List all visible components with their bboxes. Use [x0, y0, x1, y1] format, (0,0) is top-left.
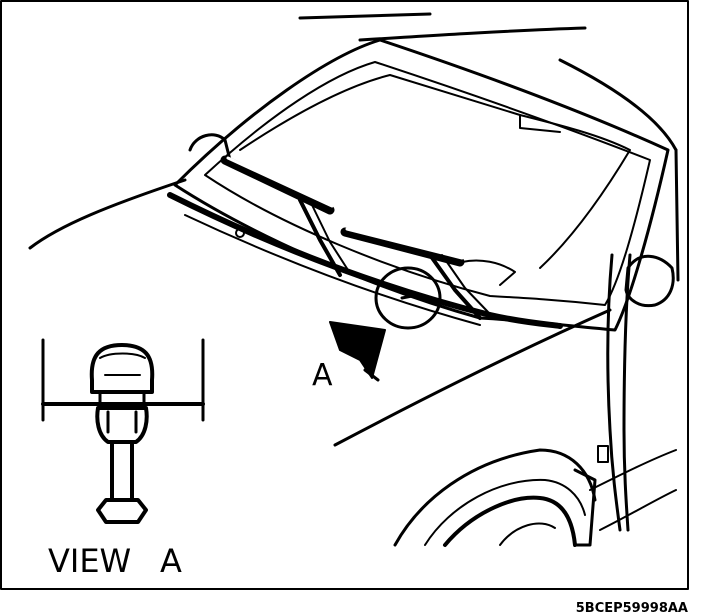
windshield-shade-line — [239, 74, 631, 269]
side-panel-line-lower — [599, 489, 677, 531]
side-panel-line — [589, 449, 677, 491]
left-wiper-blade-highlight — [226, 156, 334, 208]
right-wiper-blade — [340, 227, 465, 267]
right-wiper-arm-edge — [441, 254, 489, 313]
washer-nozzle-location — [400, 294, 414, 300]
wipers — [220, 155, 516, 320]
view-label-word: VIEW — [48, 542, 131, 580]
right-wiper-blade-highlight — [345, 227, 464, 260]
a-pillar-right — [674, 148, 680, 282]
side-marker — [597, 445, 609, 463]
frame-border — [0, 0, 689, 590]
clip-tabs — [106, 410, 138, 434]
a-pillar-top — [558, 58, 678, 152]
figure-code: 5BCEP59998AA — [576, 601, 688, 616]
callout-letter: A — [312, 358, 333, 393]
side-mirror — [624, 254, 675, 308]
hose-connector — [96, 498, 148, 524]
roof-line-top — [358, 26, 587, 42]
wheel-arch — [393, 448, 597, 547]
left-wiper-arm-edge — [311, 204, 349, 271]
windshield-frame — [173, 38, 670, 332]
wiper-pivot-cover — [461, 259, 516, 286]
nozzle-neck — [98, 390, 146, 406]
nozzle-head-highlight — [99, 352, 146, 359]
cowl-lower — [184, 214, 481, 326]
view-a-inset — [41, 338, 205, 524]
left-wiper-arm — [298, 198, 342, 277]
cowl-trim — [167, 192, 563, 329]
cowl-fastener — [235, 228, 245, 238]
mirror-mount — [519, 114, 561, 133]
nozzle-head — [89, 343, 155, 394]
tire — [443, 495, 577, 547]
left-mirror-stub — [188, 133, 232, 162]
view-label-letter: A — [160, 542, 182, 580]
windshield — [167, 38, 670, 332]
roof-line-upper — [298, 12, 432, 20]
callout-arrow — [329, 321, 386, 382]
windshield-glass — [204, 61, 651, 306]
mud-flap — [573, 468, 597, 547]
detail-circle — [374, 266, 442, 330]
nozzle-clip — [95, 406, 149, 444]
arrow-pointer-icon — [329, 321, 386, 379]
hood-edge — [28, 178, 187, 250]
hose-stem — [110, 440, 134, 502]
front-wheel — [393, 448, 597, 547]
rim — [499, 522, 556, 546]
right-wiper-arm — [428, 253, 482, 320]
left-wiper-blade — [220, 155, 335, 215]
wheel-arch-inner — [424, 478, 586, 546]
arrow-tail — [363, 368, 380, 382]
